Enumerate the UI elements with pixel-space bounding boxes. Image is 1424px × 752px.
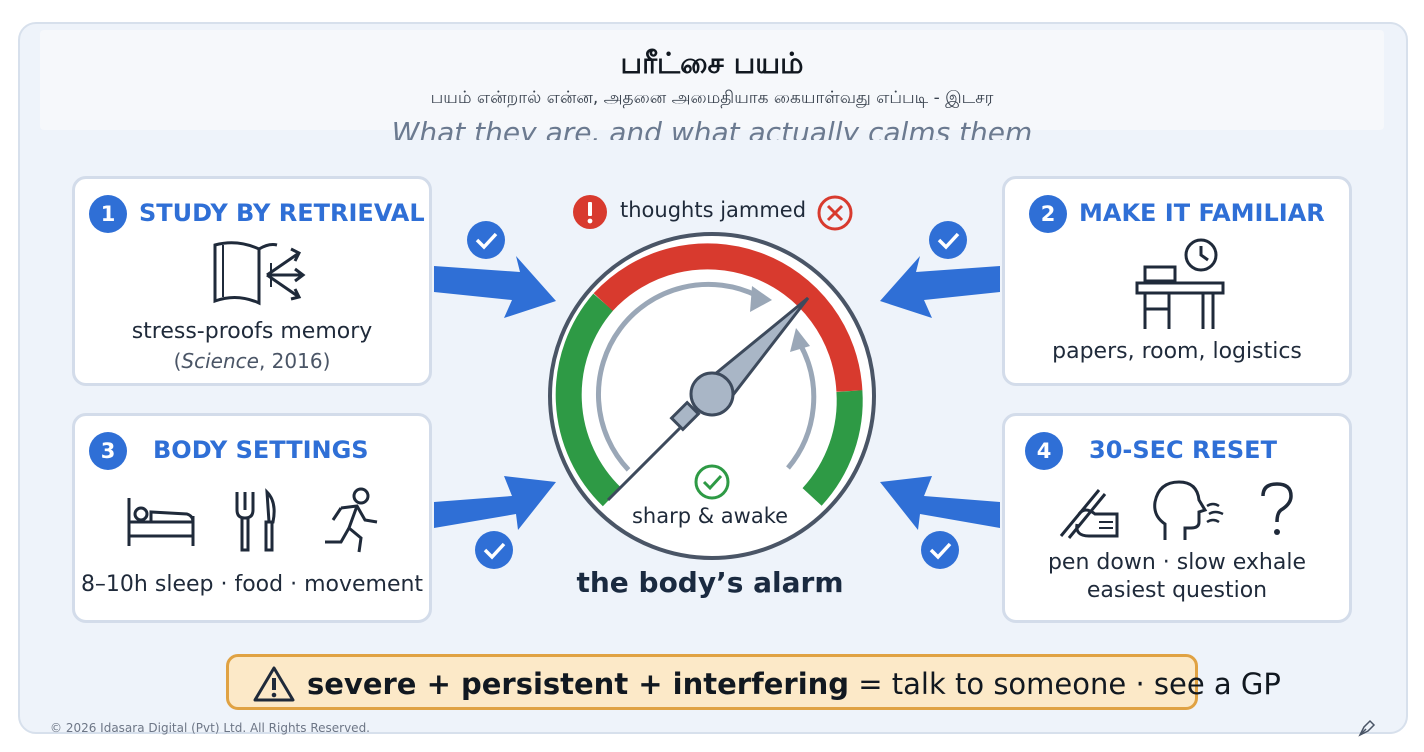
citation-source: Science bbox=[181, 349, 259, 373]
gauge-green-right bbox=[802, 390, 863, 506]
step-number: 4 bbox=[1025, 432, 1063, 470]
card-30-sec-reset: 4 30-SEC RESET pen down · slow exhale ea… bbox=[1002, 413, 1352, 623]
gauge-status-bad-text: thoughts jammed bbox=[620, 198, 807, 222]
running-person-icon bbox=[325, 487, 378, 553]
check-badge-icon bbox=[921, 531, 959, 569]
page-subtitle: பயம் என்றால் என்ன, அதனை அமைதியாக கையாள்வ… bbox=[430, 88, 994, 108]
alert-icon bbox=[573, 195, 607, 229]
gauge-needle-collar bbox=[669, 400, 701, 432]
gauge-caption: the body’s alarm bbox=[576, 566, 844, 599]
cross-circle-icon bbox=[817, 195, 853, 231]
tagline-text: What they are, and what actually calms t… bbox=[391, 116, 1033, 140]
gauge-inner-arrowhead bbox=[750, 286, 772, 312]
gauge-inner-arrowhead-right bbox=[790, 328, 810, 352]
card-text: stress-proofs memory bbox=[131, 319, 373, 344]
gauge-inner-arc-right bbox=[786, 342, 817, 470]
fork-knife-icon bbox=[235, 488, 276, 552]
gauge-inner-arc bbox=[595, 281, 759, 472]
page-title: பரீட்சை பயம் bbox=[620, 46, 804, 80]
open-book-arrows-icon bbox=[213, 241, 306, 306]
check-badge-mark bbox=[475, 232, 498, 250]
citation-open: ( bbox=[173, 349, 182, 373]
hand-pen-icon bbox=[1059, 489, 1119, 539]
warning-bold-text: severe + persistent + interfering bbox=[307, 667, 850, 701]
card-text-line1: pen down · slow exhale bbox=[1047, 550, 1307, 575]
step-number: 2 bbox=[1029, 195, 1067, 233]
check-badge-mark bbox=[483, 542, 506, 560]
check-badge-icon bbox=[929, 221, 967, 259]
arrows bbox=[434, 256, 1000, 530]
check-badge-mark bbox=[937, 232, 960, 250]
tagline: What they are, and what actually calms t… bbox=[0, 114, 1424, 140]
check-circle-icon bbox=[694, 464, 730, 500]
head-exhale-icon bbox=[1153, 480, 1224, 540]
question-mark-icon bbox=[1261, 482, 1293, 535]
arrow-card1 bbox=[434, 256, 556, 318]
card-text: papers, room, logistics bbox=[1052, 339, 1302, 364]
step-number: 1 bbox=[89, 195, 127, 233]
footer-copyright: © 2026 Idasara Digital (Pvt) Ltd. All Ri… bbox=[50, 721, 370, 735]
bed-icon bbox=[127, 498, 195, 546]
pen-nib-icon bbox=[1358, 719, 1376, 737]
card-citation: (Science, 2016) bbox=[75, 349, 429, 373]
card-text: 8–10h sleep · food · movement bbox=[80, 572, 424, 597]
card-title: 30-SEC RESET bbox=[1089, 436, 1277, 464]
check-badge-mark bbox=[929, 542, 952, 560]
card-title: MAKE IT FAMILIAR bbox=[1079, 199, 1325, 227]
card-title: STUDY BY RETRIEVAL bbox=[139, 199, 425, 227]
card-title: BODY SETTINGS bbox=[153, 436, 369, 464]
desk-clock-icon bbox=[1135, 238, 1225, 329]
gauge-green-left bbox=[555, 293, 622, 507]
header-banner: பரீட்சை பயம் பயம் என்றால் என்ன, அதனை அமை… bbox=[40, 30, 1384, 130]
warning-triangle-icon bbox=[253, 666, 295, 702]
warning-text: severe + persistent + interfering = talk… bbox=[307, 667, 1281, 701]
card-body-settings: 3 BODY SETTINGS 8–10h sleep · food · mov… bbox=[72, 413, 432, 623]
card-make-it-familiar: 2 MAKE IT FAMILIAR papers, room, logisti… bbox=[1002, 176, 1352, 386]
check-badges bbox=[467, 221, 967, 569]
warning-rest-text: = talk to someone · see a GP bbox=[849, 667, 1281, 701]
arrow-card4 bbox=[880, 476, 1000, 530]
gauge-status-bad: thoughts jammed bbox=[572, 192, 862, 232]
gauge-hub bbox=[689, 371, 735, 417]
check-badge-icon bbox=[475, 531, 513, 569]
warning-banner: severe + persistent + interfering = talk… bbox=[226, 654, 1281, 710]
step-number: 3 bbox=[89, 432, 127, 470]
gauge-status-good: sharp & awake bbox=[631, 504, 789, 528]
arrow-card2 bbox=[880, 256, 1000, 318]
citation-rest: , 2016) bbox=[258, 349, 331, 373]
check-badge-icon bbox=[467, 221, 505, 259]
arrow-card3 bbox=[434, 476, 556, 530]
card-text-line2: easiest question bbox=[1086, 578, 1268, 603]
check-mark-icon bbox=[702, 474, 723, 491]
card-study-by-retrieval: 1 STUDY BY RETRIEVAL stress-proofs memor… bbox=[72, 176, 432, 386]
gauge-red-zone bbox=[593, 243, 863, 392]
